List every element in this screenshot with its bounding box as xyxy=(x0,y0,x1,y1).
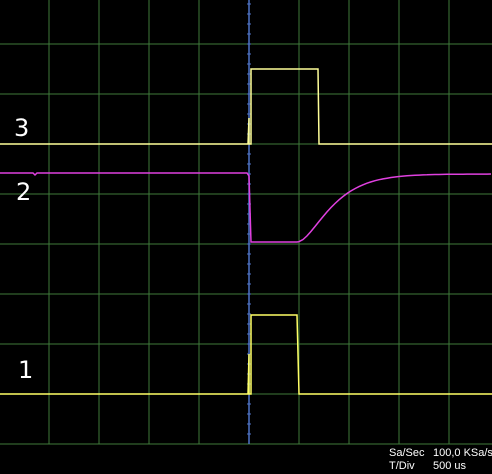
channel-2-label: 2 xyxy=(16,178,32,206)
time-div-key: T/Div xyxy=(389,460,415,472)
channel-3-trace xyxy=(0,68,492,145)
sample-rate-readout: Sa/Sec 100,0 KSa/s xyxy=(389,447,492,459)
sample-rate-value: 100,0 KSa/s xyxy=(433,447,492,459)
channel-1-label: 1 xyxy=(18,356,34,384)
time-div-readout: T/Div 500 us xyxy=(389,460,466,472)
channel-1-trace xyxy=(0,314,492,395)
graticule-grid xyxy=(0,0,492,445)
channel-2-trace xyxy=(0,172,492,243)
channel-3-label: 3 xyxy=(14,114,30,142)
time-div-value: 500 us xyxy=(433,460,467,472)
sample-rate-key: Sa/Sec xyxy=(389,447,425,459)
